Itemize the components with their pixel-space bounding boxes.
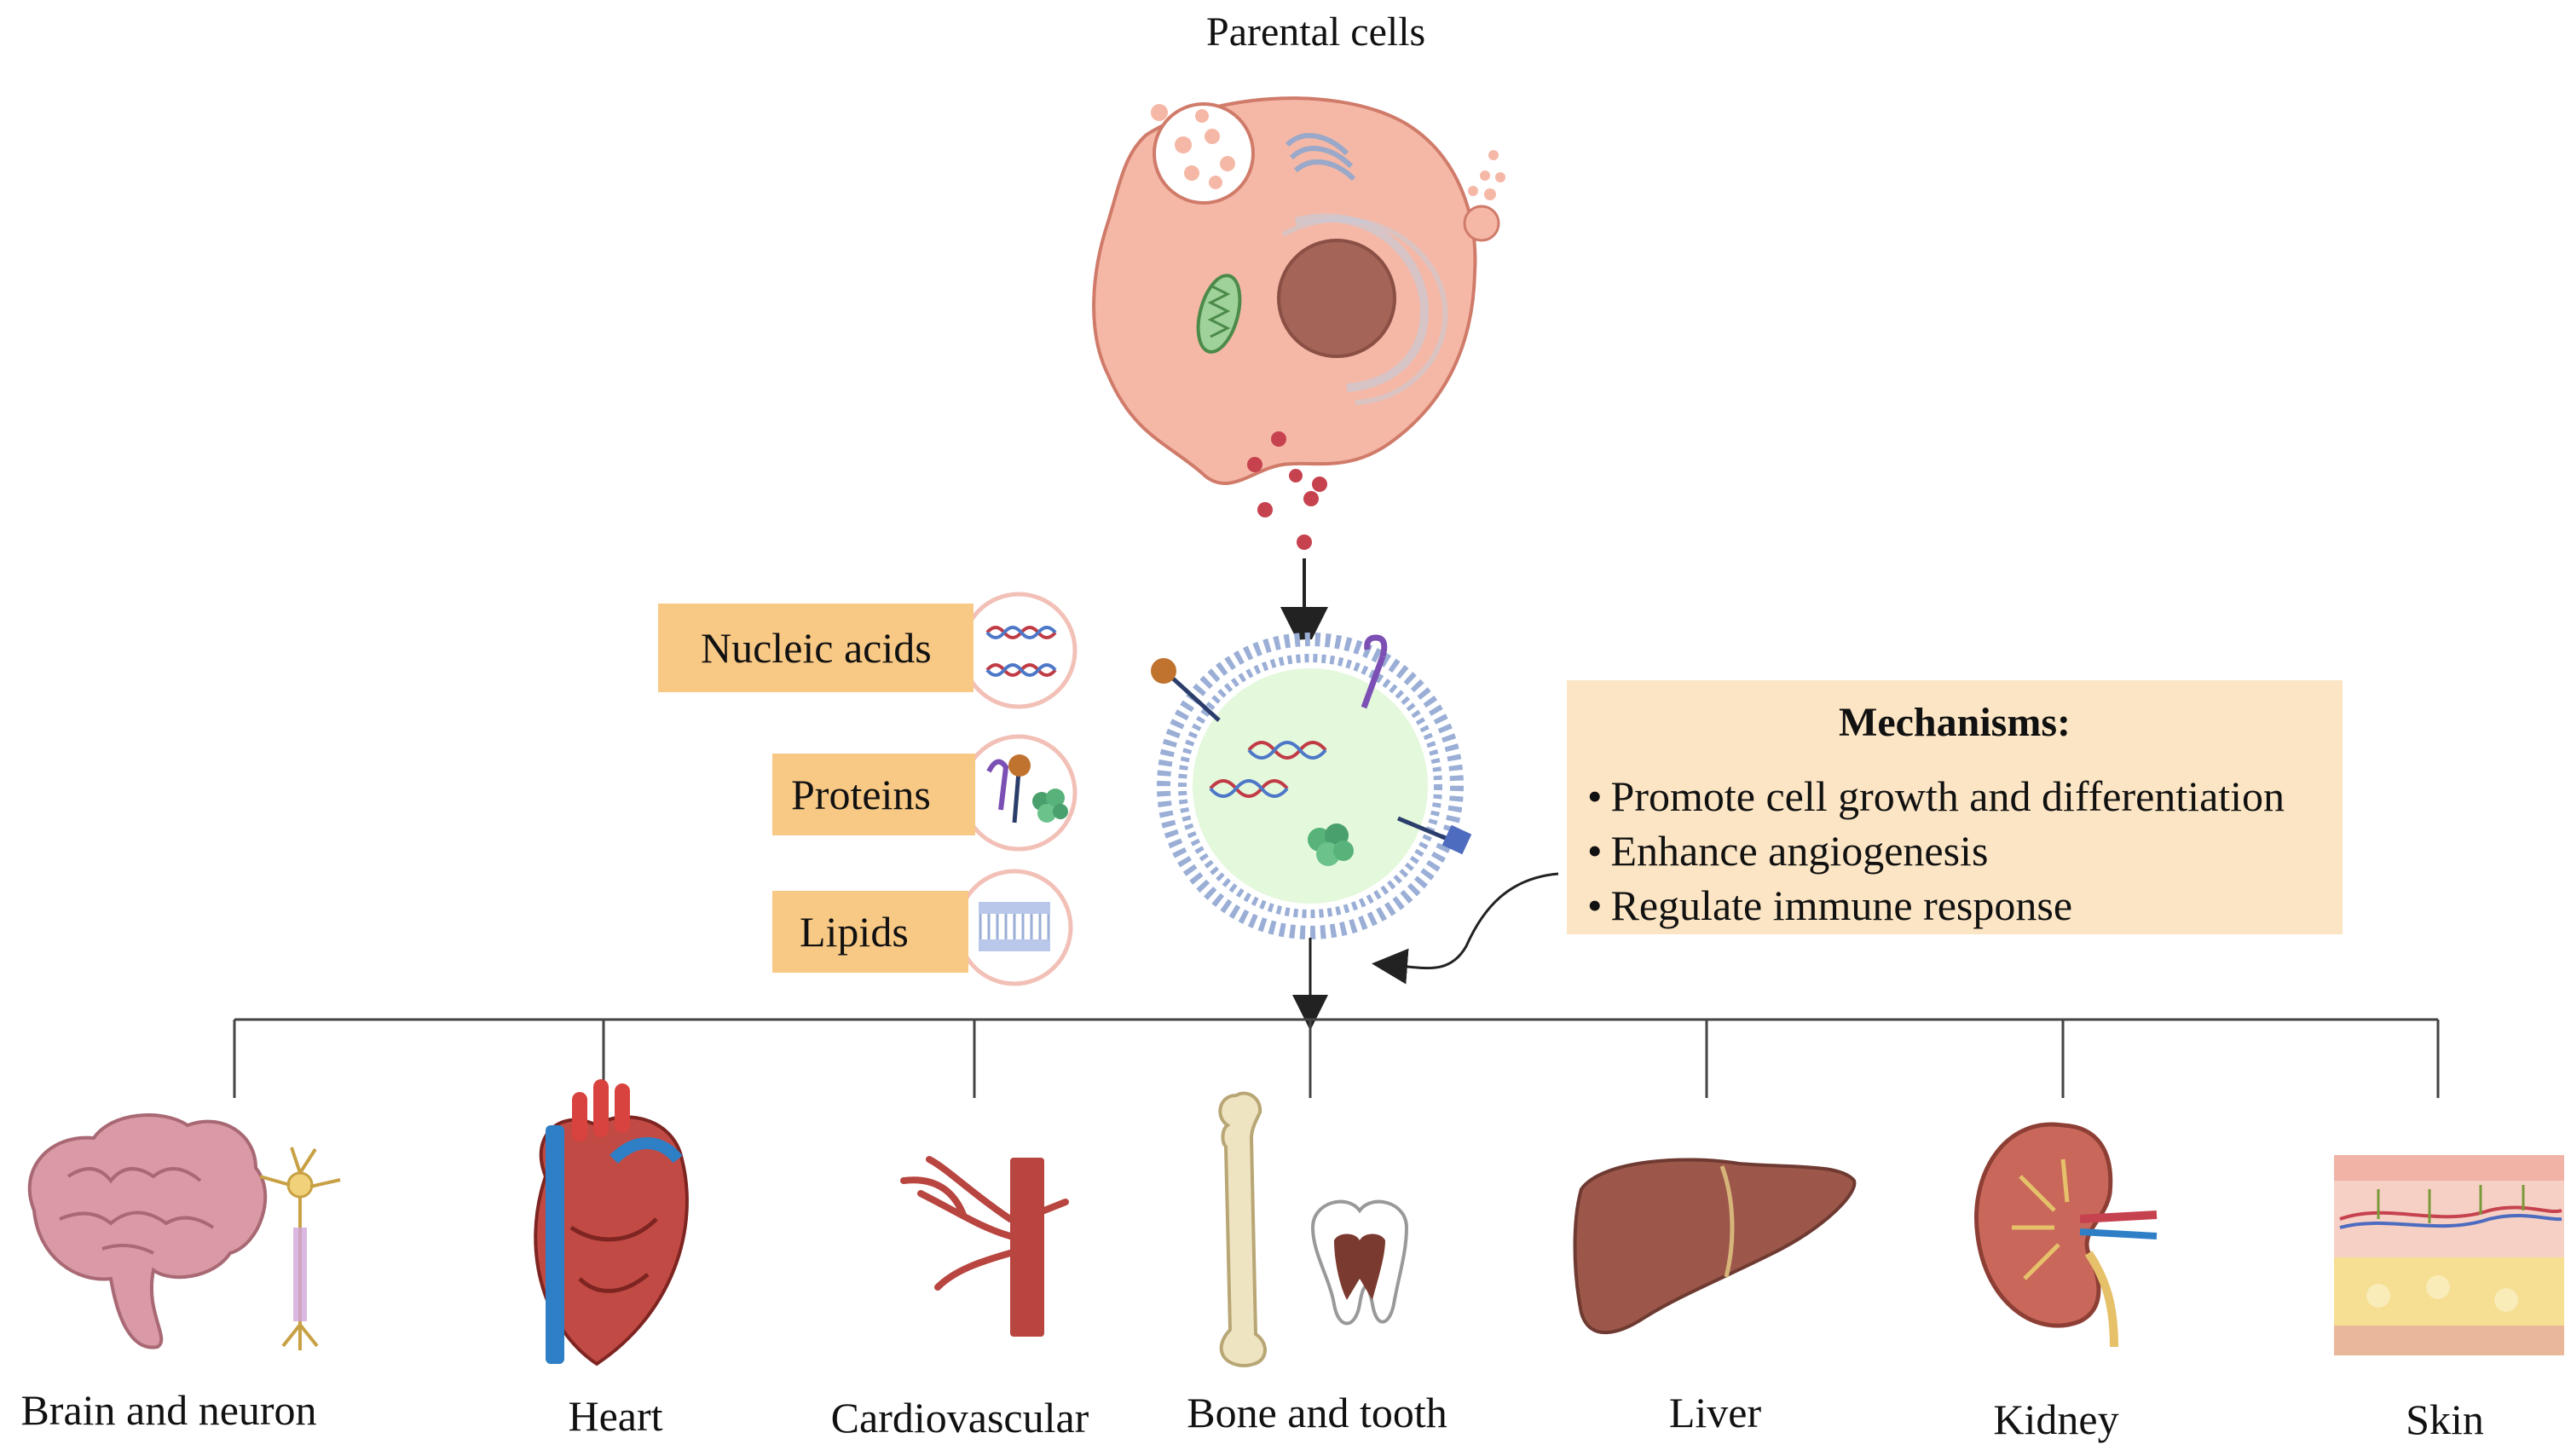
target-label-heart: Heart bbox=[568, 1392, 663, 1440]
nucleic-acids-label: Nucleic acids bbox=[701, 624, 932, 672]
skin-icon bbox=[2334, 1155, 2564, 1355]
blood-vessel-icon bbox=[900, 1156, 1069, 1337]
nucleic-acids-tag: Nucleic acids bbox=[658, 604, 974, 692]
kidney-icon bbox=[1974, 1122, 2158, 1348]
target-label-cardiovascular: Cardiovascular bbox=[830, 1394, 1089, 1442]
target-label-brain: Brain and neuron bbox=[20, 1386, 317, 1434]
proteins-label: Proteins bbox=[791, 771, 931, 818]
lipids-label: Lipids bbox=[800, 908, 909, 956]
branch-tree bbox=[233, 1018, 2440, 1098]
mechanism-item: Enhance angiogenesis bbox=[1587, 829, 2334, 872]
target-label-kidney: Kidney bbox=[1993, 1395, 2119, 1443]
target-label-liver: Liver bbox=[1668, 1389, 1762, 1436]
proteins-tag: Proteins bbox=[772, 754, 975, 835]
mechanisms-title: Mechanisms: bbox=[1839, 700, 2071, 745]
parental-cell-icon bbox=[1092, 96, 1505, 550]
bone-icon bbox=[1218, 1091, 1267, 1367]
heart-icon bbox=[534, 1079, 689, 1366]
mechanisms-list: Promote cell growth and differentiation … bbox=[1575, 775, 2334, 927]
mechanism-item: Regulate immune response bbox=[1587, 884, 2334, 927]
nucleic-acids-circle bbox=[960, 592, 1078, 709]
exosome-icon bbox=[1151, 633, 1472, 939]
target-label-bone-tooth: Bone and tooth bbox=[1187, 1389, 1447, 1436]
target-label-skin: Skin bbox=[2406, 1395, 2484, 1443]
tooth-icon bbox=[1310, 1199, 1409, 1326]
neuron-icon bbox=[259, 1147, 341, 1350]
proteins-circle bbox=[960, 734, 1078, 852]
brain-icon bbox=[27, 1113, 268, 1349]
lipids-tag: Lipids bbox=[772, 891, 968, 973]
parental-cells-title: Parental cells bbox=[1206, 9, 1426, 55]
mechanism-item: Promote cell growth and differentiation bbox=[1587, 775, 2334, 818]
liver-icon bbox=[1573, 1158, 1857, 1335]
mechanisms-box: Mechanisms: Promote cell growth and diff… bbox=[1567, 680, 2343, 934]
arrow-mechanisms-to-exosome bbox=[1372, 872, 1559, 985]
lipids-circle bbox=[956, 869, 1073, 986]
